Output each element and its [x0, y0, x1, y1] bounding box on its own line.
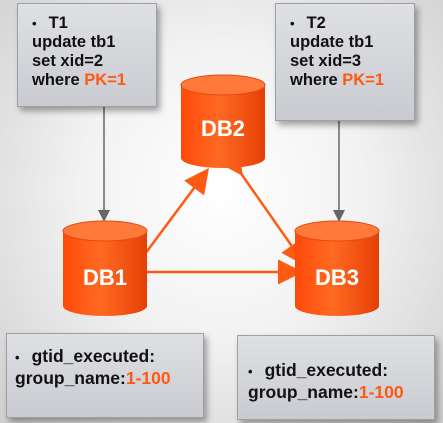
t2-where-line: where PK=1 — [290, 71, 414, 90]
gtid1-header: • gtid_executed: — [15, 346, 203, 368]
gtid2-label: gtid_executed: — [264, 360, 389, 380]
transaction-t2-box: • T2 update tb1 set xid=3 where PK=1 — [275, 3, 415, 121]
gtid-executed-box-db1: • gtid_executed: group_name:1-100 — [6, 333, 204, 418]
gtid1-range: 1-100 — [125, 368, 171, 388]
t2-name: T2 — [306, 14, 326, 32]
gtid1-bullet: • — [15, 350, 20, 365]
t1-where-prefix: where — [32, 71, 85, 89]
t1-bullet: • — [32, 16, 37, 31]
gtid1-group-label: group_name: — [15, 368, 126, 388]
db1-label: DB1 — [83, 265, 127, 290]
gtid2-bullet: • — [248, 364, 253, 379]
gtid2-range: 1-100 — [358, 382, 404, 402]
db2-db3-arrow — [218, 148, 306, 267]
t2-line2: set xid=3 — [290, 52, 362, 70]
gtid2-group-line: group_name:1-100 — [248, 382, 434, 402]
transaction-t1-box: • T1 update tb1 set xid=2 where PK=1 — [17, 3, 157, 107]
db1-db2-arrow — [117, 167, 209, 286]
db1-cylinder: DB1 — [62, 220, 148, 316]
t1-condition: PK=1 — [84, 71, 127, 89]
t2-line1: update tb1 — [290, 33, 374, 51]
gtid-executed-box-db3: • gtid_executed: group_name:1-100 — [237, 335, 435, 420]
t1-line2: set xid=2 — [32, 52, 104, 70]
db2-label: DB2 — [201, 116, 245, 141]
db3-cylinder: DB3 — [294, 220, 380, 316]
gtid1-group-line: group_name:1-100 — [15, 368, 203, 388]
t2-header: • T2 — [290, 14, 414, 33]
t1-line1: update tb1 — [32, 33, 116, 51]
t2-condition: PK=1 — [342, 71, 385, 89]
gtid2-header: • gtid_executed: — [248, 360, 434, 382]
t1-name: T1 — [48, 14, 68, 32]
t2-bullet: • — [290, 16, 295, 31]
gtid1-label: gtid_executed: — [31, 346, 156, 366]
t1-where-line: where PK=1 — [32, 71, 156, 90]
db3-label: DB3 — [315, 265, 359, 290]
db2-cylinder: DB2 — [180, 74, 266, 168]
gtid2-group-label: group_name: — [248, 382, 359, 402]
t2-where-prefix: where — [290, 71, 343, 89]
t1-header: • T1 — [32, 14, 156, 33]
